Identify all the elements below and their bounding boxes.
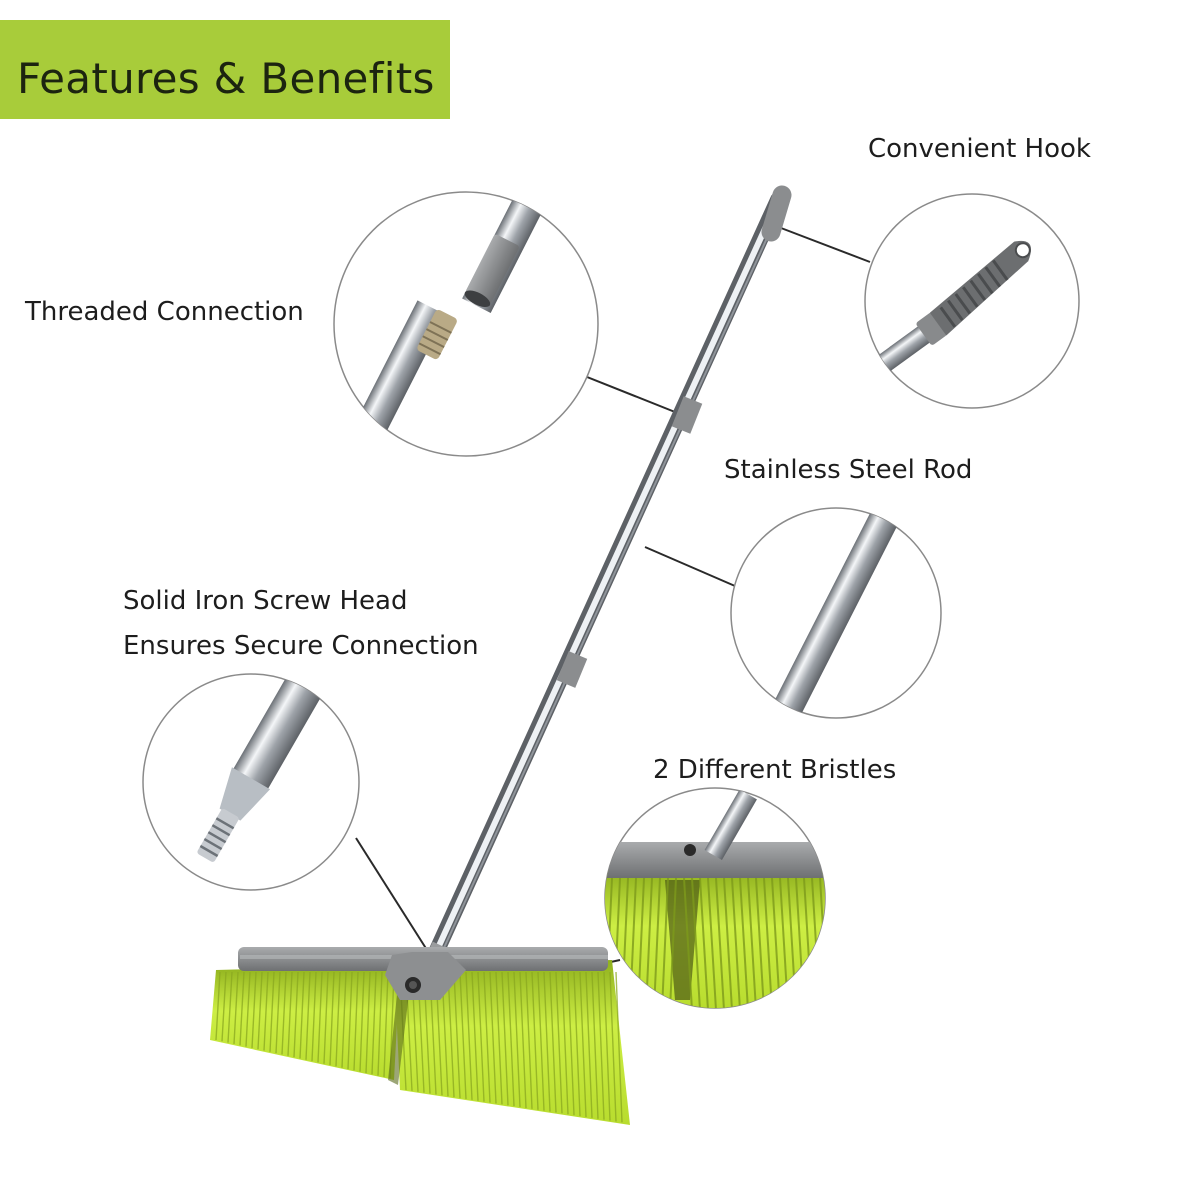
screw-leader-line <box>355 837 428 951</box>
steel-rod-label: Stainless Steel Rod <box>724 455 973 485</box>
hook-detail <box>864 193 1080 409</box>
bristles-detail <box>604 787 826 1009</box>
screw-head-label: Solid Iron Screw Head <box>123 586 408 616</box>
steel-rod-detail <box>730 507 942 719</box>
bristles-group <box>210 960 630 1125</box>
rod-leader-line <box>644 546 736 587</box>
hook-leader-line <box>780 227 871 263</box>
thread-leader-line <box>581 374 681 415</box>
threaded-connection-label: Threaded Connection <box>25 297 304 327</box>
screw-head-sublabel: Ensures Secure Connection <box>123 631 479 661</box>
header-banner: Features & Benefits <box>0 20 450 119</box>
page-title: Features & Benefits <box>17 54 435 103</box>
broom-head <box>210 947 630 1125</box>
hook-label: Convenient Hook <box>868 134 1091 164</box>
hook-cap-icon <box>761 185 792 242</box>
bristles-label: 2 Different Bristles <box>653 755 897 785</box>
threaded-connection-detail <box>333 191 599 457</box>
screw-head-detail <box>142 673 360 891</box>
